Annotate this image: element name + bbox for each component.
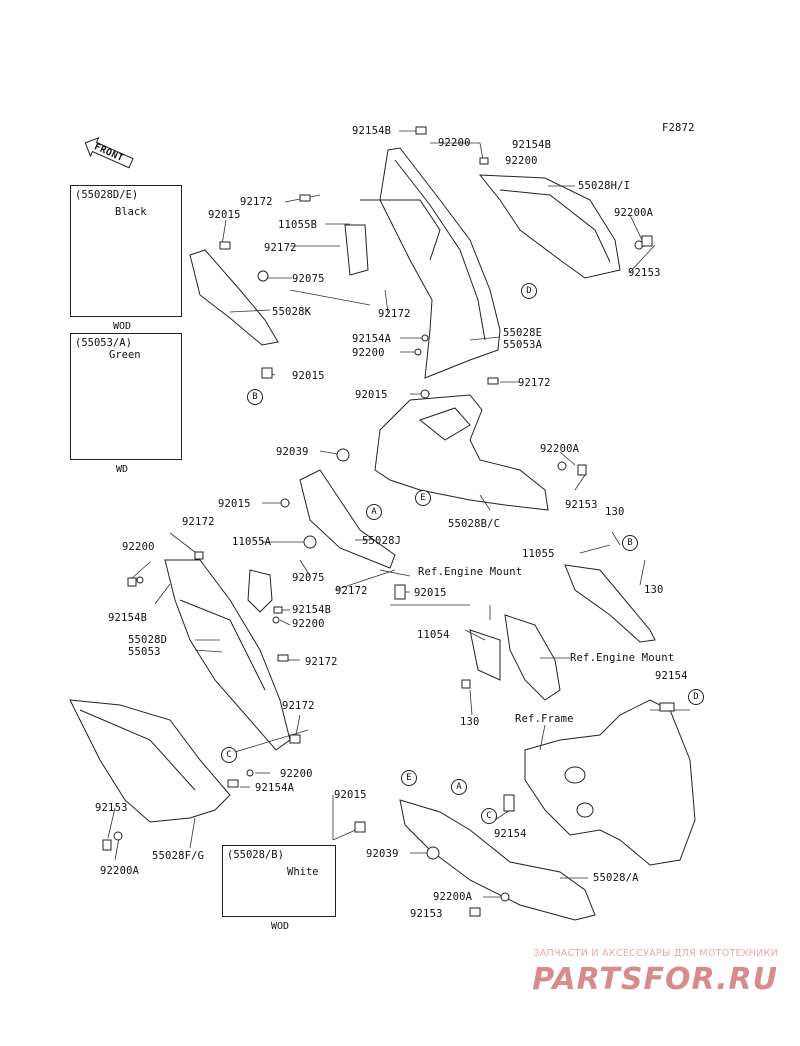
part-label: 11055 bbox=[522, 548, 555, 560]
part-label: 92154B bbox=[108, 612, 148, 624]
variant-box-title: (55028D/E) bbox=[75, 189, 139, 201]
middle-cowl-part bbox=[374, 394, 549, 511]
part-label: 55028B/C bbox=[448, 518, 501, 530]
part-label: 55028J bbox=[362, 535, 402, 547]
part-label: 55028K bbox=[272, 306, 312, 318]
bracket-part bbox=[564, 564, 656, 643]
variant-box-color: Black bbox=[115, 206, 147, 218]
part-label: 92172 bbox=[335, 585, 368, 597]
variant-box-green: (55053/A) Green WD bbox=[70, 333, 182, 475]
part-label: 92172 bbox=[282, 700, 315, 712]
part-label: 92015 bbox=[218, 498, 251, 510]
part-label: 92200 bbox=[122, 541, 155, 553]
part-label: 92200 bbox=[505, 155, 538, 167]
variant-box-white: (55028/B) White WOD bbox=[222, 845, 336, 932]
callout-marker: A bbox=[366, 504, 382, 520]
part-label: 92200 bbox=[352, 347, 385, 359]
part-label: Ref.Engine Mount bbox=[418, 566, 523, 578]
part-label: 92154A bbox=[255, 782, 295, 794]
variant-box-title: (55028/B) bbox=[227, 849, 284, 861]
bracket-part bbox=[504, 614, 561, 701]
callout-marker: E bbox=[401, 770, 417, 786]
frame-part bbox=[524, 699, 696, 866]
part-label: 130 bbox=[605, 506, 625, 518]
figure-code: F2872 bbox=[662, 122, 695, 134]
callout-marker: C bbox=[481, 808, 497, 824]
part-label: 130 bbox=[460, 716, 480, 728]
part-label: 92172 bbox=[264, 242, 297, 254]
side-cowl-part bbox=[164, 559, 291, 751]
callout-marker: D bbox=[688, 689, 704, 705]
part-label: 92015 bbox=[414, 587, 447, 599]
callout-marker: B bbox=[247, 389, 263, 405]
part-label: 92153 bbox=[410, 908, 443, 920]
callout-marker: A bbox=[451, 779, 467, 795]
part-label: Ref.Frame bbox=[515, 713, 574, 725]
part-label: 55028H/I bbox=[578, 180, 631, 192]
part-label: 92200A bbox=[100, 865, 140, 877]
lower-cowl-part bbox=[69, 699, 231, 823]
part-label: 92172 bbox=[305, 656, 338, 668]
part-label: 92172 bbox=[240, 196, 273, 208]
watermark-caption: ЗАПЧАСТИ И АКСЕССУАРЫ ДЛЯ МОТОТЕХНИКИ bbox=[533, 948, 778, 959]
watermark-brand: PARTSFOR.RU bbox=[532, 962, 778, 997]
part-label: 92015 bbox=[355, 389, 388, 401]
part-label: 92015 bbox=[208, 209, 241, 221]
part-label: 92154B bbox=[352, 125, 392, 137]
part-label: 92153 bbox=[565, 499, 598, 511]
part-label: 92200 bbox=[438, 137, 471, 149]
part-label: 92172 bbox=[518, 377, 551, 389]
part-label: 92039 bbox=[366, 848, 399, 860]
part-label: 92172 bbox=[378, 308, 411, 320]
part-label: 92200 bbox=[292, 618, 325, 630]
part-label: 55053 bbox=[128, 646, 161, 658]
part-label: 130 bbox=[644, 584, 664, 596]
callout-marker: B bbox=[622, 535, 638, 551]
part-label: 92039 bbox=[276, 446, 309, 458]
part-label: 11055B bbox=[278, 219, 318, 231]
part-label: 55028E bbox=[503, 327, 543, 339]
variant-box-color: White bbox=[287, 866, 319, 878]
callout-marker: C bbox=[221, 747, 237, 763]
part-label: 92154A bbox=[352, 333, 392, 345]
part-label: 92015 bbox=[334, 789, 367, 801]
part-label: 92154 bbox=[494, 828, 527, 840]
part-label: 92153 bbox=[628, 267, 661, 279]
part-label: 55053A bbox=[503, 339, 543, 351]
variant-box-condition: WOD bbox=[271, 921, 290, 932]
upper-cowl-part bbox=[379, 147, 501, 379]
part-label: 92200A bbox=[614, 207, 654, 219]
part-label: 92153 bbox=[95, 802, 128, 814]
part-label: 92172 bbox=[182, 516, 215, 528]
part-label: 55028/A bbox=[593, 872, 639, 884]
part-label: 11055A bbox=[232, 536, 272, 548]
part-label: 55028F/G bbox=[152, 850, 205, 862]
variant-box-black: (55028D/E) Black WOD bbox=[70, 185, 182, 332]
callout-marker: E bbox=[415, 490, 431, 506]
callout-marker: D bbox=[521, 283, 537, 299]
variant-box-condition: WD bbox=[116, 464, 129, 475]
part-label: 92154B bbox=[292, 604, 332, 616]
variant-box-color: Green bbox=[109, 349, 141, 361]
part-label: 55028D bbox=[128, 634, 168, 646]
part-label: 92154 bbox=[655, 670, 688, 682]
part-label: 92200A bbox=[433, 891, 473, 903]
part-label: 92075 bbox=[292, 572, 325, 584]
variant-box-condition: WOD bbox=[113, 321, 132, 332]
part-label: 92075 bbox=[292, 273, 325, 285]
inner-panel-part bbox=[299, 469, 396, 569]
variant-box-title: (55053/A) bbox=[75, 337, 132, 349]
inner-cover-part bbox=[189, 249, 279, 346]
front-arrow: FRONT bbox=[79, 132, 137, 174]
part-label: 11054 bbox=[417, 629, 450, 641]
part-label: 92015 bbox=[292, 370, 325, 382]
part-label: Ref.Engine Mount bbox=[570, 652, 675, 664]
front-arrow-icon bbox=[84, 136, 134, 169]
side-cowl-upper-part bbox=[478, 174, 621, 279]
part-label: 92200 bbox=[280, 768, 313, 780]
part-label: 92200A bbox=[540, 443, 580, 455]
part-label: 92154B bbox=[512, 139, 552, 151]
